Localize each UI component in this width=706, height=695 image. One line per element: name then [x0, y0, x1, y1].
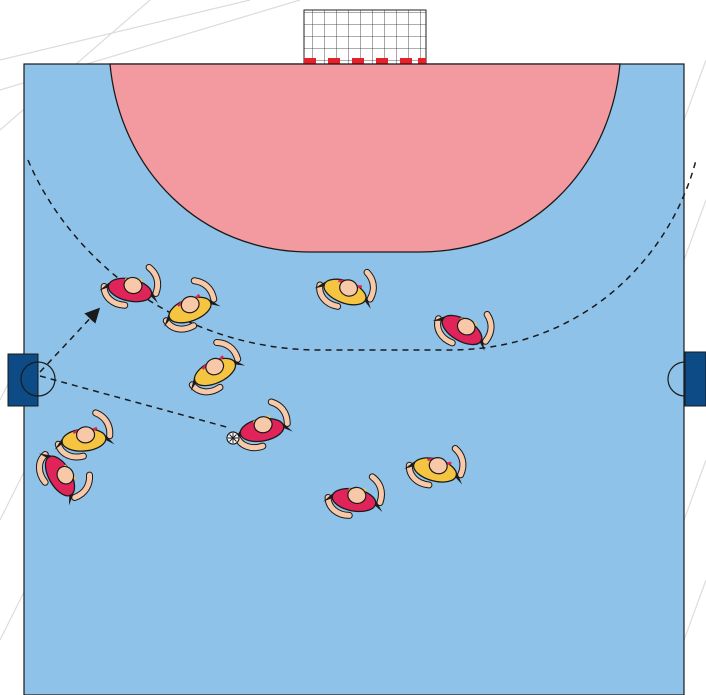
ball-icon: [227, 432, 239, 444]
goal: [304, 10, 426, 64]
